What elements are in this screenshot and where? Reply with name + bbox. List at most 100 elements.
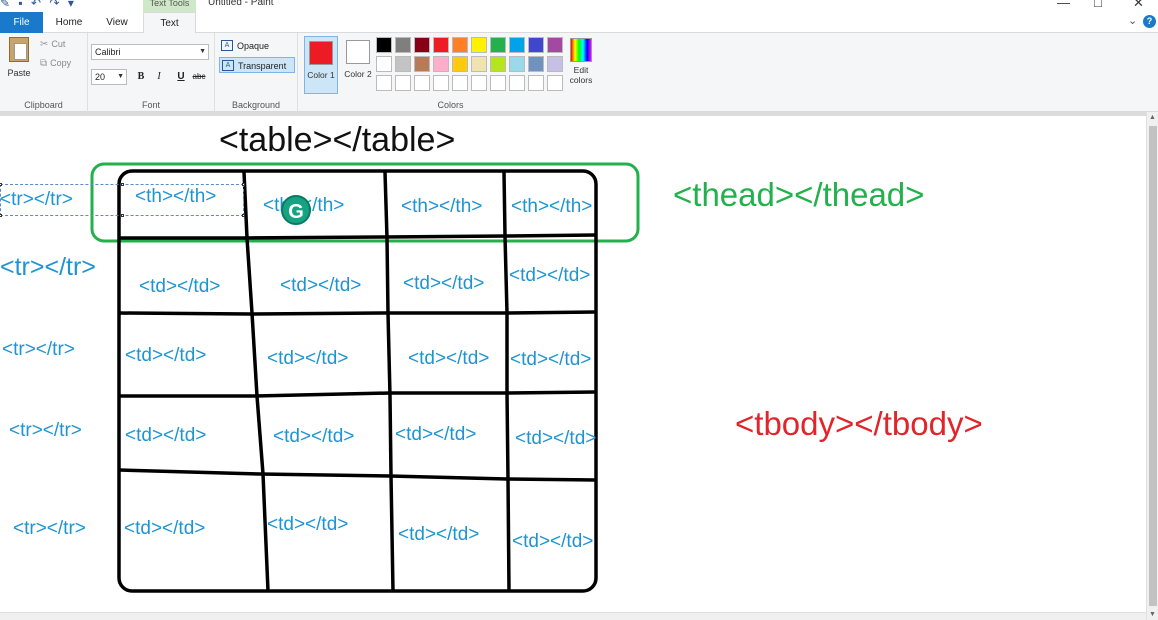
resize-handle[interactable] [242,183,245,186]
tr-label: <tr></tr> [0,253,96,281]
scroll-up-icon[interactable]: ▲ [1149,114,1156,121]
copy-icon: ⧉ [40,58,48,69]
font-group-label: Font [141,100,160,110]
font-size-value: 20 [95,72,106,82]
colors-group-label: Colors [437,100,464,110]
edit-colors-label: Edit colors [569,65,593,85]
palette-swatch[interactable] [471,75,487,91]
palette-swatch[interactable] [395,75,411,91]
color1-button[interactable]: Color 1 [304,36,338,94]
bold-button[interactable]: B [137,71,145,82]
td-label: <td></td> [509,265,591,286]
palette-swatch[interactable] [547,37,563,53]
table-label: <table></table> [219,121,456,159]
palette-swatch[interactable] [490,56,506,72]
td-label: <td></td> [515,428,597,449]
copy-label: Copy [50,58,72,68]
palette-swatch[interactable] [414,37,430,53]
palette-swatch[interactable] [395,56,411,72]
save-icon[interactable]: ▪ [18,0,23,10]
scroll-thumb[interactable] [1149,126,1157,606]
palette-swatch[interactable] [452,75,468,91]
customize-qat-icon[interactable]: ▾ [67,0,74,10]
color2-button[interactable]: Color 2 [341,36,375,94]
th-label: <th></th> [401,196,483,217]
font-family-select[interactable]: Calibri▼ [91,44,209,60]
row-line-3 [119,390,597,398]
minimize-button[interactable]: — [1057,0,1070,10]
opaque-icon: A [221,40,233,51]
palette-swatch[interactable] [528,56,544,72]
underline-button[interactable]: U [177,71,185,82]
palette-swatch[interactable] [490,75,506,91]
palette-swatch[interactable] [528,37,544,53]
resize-handle[interactable] [0,214,2,217]
chevron-down-icon: ▼ [117,73,124,80]
italic-button[interactable]: I [157,71,161,82]
palette-swatch[interactable] [471,37,487,53]
tr-label: <tr></tr> [0,189,73,210]
paste-button[interactable]: Paste [4,37,34,85]
cut-button[interactable]: ✂Cut [40,39,65,50]
tab-text[interactable]: Text [143,12,196,34]
tr-label: <tr></tr> [2,339,75,360]
collapse-ribbon-icon[interactable]: ⌄ [1128,15,1138,27]
palette-swatch[interactable] [547,75,563,91]
grammarly-icon[interactable]: G [281,195,311,225]
palette-swatch[interactable] [452,37,468,53]
edit-colors-button[interactable]: Edit colors [565,38,597,85]
chevron-down-icon: ▼ [199,48,206,55]
paint-app-icon: ✎ [0,0,11,10]
text-selection-box[interactable] [0,183,245,217]
palette-swatch[interactable] [433,37,449,53]
resize-handle[interactable] [0,183,2,186]
palette-swatch[interactable] [509,75,525,91]
palette-swatch[interactable] [414,75,430,91]
palette-swatch[interactable] [452,56,468,72]
ribbon: Paste ✂Cut ⧉Copy Clipboard Calibri▼ 20▼ … [0,33,1158,112]
palette-swatch[interactable] [433,56,449,72]
close-button[interactable]: ✕ [1133,0,1144,10]
tr-label: <tr></tr> [9,420,82,441]
palette-swatch[interactable] [547,56,563,72]
th-label: <th></th> [135,186,217,207]
maximize-button[interactable]: □ [1094,0,1102,10]
palette-swatch[interactable] [471,56,487,72]
help-icon[interactable]: ? [1143,15,1156,28]
tab-view[interactable]: View [106,17,128,28]
redo-icon[interactable]: ↷ [49,0,60,10]
font-size-select[interactable]: 20 ▼ [91,69,127,85]
tab-file[interactable]: File [0,12,43,33]
thead-outline [90,162,640,243]
palette-swatch[interactable] [433,75,449,91]
canvas-top-edge [0,112,1146,116]
resize-handle[interactable] [121,183,124,186]
scissors-icon: ✂ [40,39,49,50]
palette-swatch[interactable] [376,75,392,91]
paint-canvas[interactable] [0,112,1158,620]
palette-swatch[interactable] [376,56,392,72]
colors-group: Color 1 Color 2 Edit colors Colors [298,33,603,112]
palette-swatch[interactable] [509,56,525,72]
palette-swatch[interactable] [376,37,392,53]
palette-swatch[interactable] [509,37,525,53]
palette-swatch[interactable] [490,37,506,53]
palette-swatch[interactable] [395,37,411,53]
strikethrough-button[interactable]: abc [192,72,206,81]
palette-swatch[interactable] [414,56,430,72]
palette-swatch[interactable] [528,75,544,91]
undo-icon[interactable]: ↶ [31,0,42,10]
color1-swatch [309,41,333,65]
tab-home[interactable]: Home [55,17,83,28]
horizontal-scrollbar[interactable] [0,612,1146,620]
row-line-1 [119,233,597,240]
window-title: Untitled - Paint [208,0,274,8]
scroll-down-icon[interactable]: ▼ [1149,611,1156,618]
resize-handle[interactable] [121,214,124,217]
vertical-scrollbar[interactable]: ▲ ▼ [1146,112,1158,620]
copy-button[interactable]: ⧉Copy [40,58,71,69]
clipboard-group: Paste ✂Cut ⧉Copy Clipboard [0,33,88,112]
resize-handle[interactable] [242,214,245,217]
